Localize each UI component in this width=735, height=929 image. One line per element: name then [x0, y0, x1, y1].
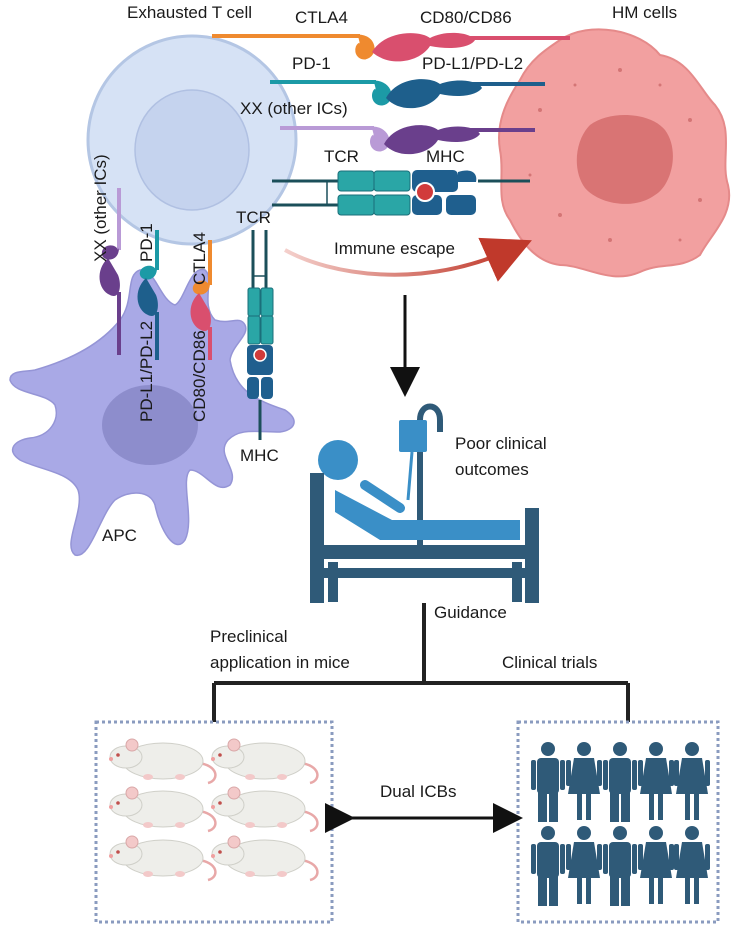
immune-escape-label: Immune escape [334, 239, 455, 258]
apc-pd1-label: PD-1 [137, 223, 156, 262]
apc-pd1-pair [137, 230, 159, 360]
apc-ctla4-label: CTLA4 [190, 232, 209, 285]
male-person-icon [531, 826, 565, 906]
guidance-tree [212, 603, 630, 722]
guidance-label: Guidance [434, 603, 507, 622]
mhc-label: MHC [426, 147, 465, 166]
female-person-icon [674, 826, 710, 904]
female-person-icon [566, 742, 602, 820]
patients-box [516, 720, 720, 924]
apc-pdl1-label: PD-L1/PD-L2 [137, 321, 156, 422]
apc-cd80-label: CD80/CD86 [190, 330, 209, 422]
male-person-icon [531, 742, 565, 822]
mouse-icon [211, 835, 319, 882]
female-person-icon [566, 826, 602, 904]
cd80-cd86-label: CD80/CD86 [420, 8, 512, 27]
dual-icbs-label: Dual ICBs [380, 782, 457, 801]
female-person-icon [638, 826, 674, 904]
other-ics-pair [280, 125, 535, 155]
apc-label: APC [102, 526, 137, 545]
apc-other-ics-pair [99, 188, 121, 355]
tcr-label: TCR [324, 147, 359, 166]
exhausted-t-cell-label: Exhausted T cell [127, 3, 252, 22]
clinical-trials-label: Clinical trials [502, 653, 597, 672]
mouse-icon [109, 738, 217, 785]
preclinical-line2: application in mice [210, 653, 350, 672]
other-ics-label: XX (other ICs) [240, 99, 348, 118]
hm-cell [498, 28, 731, 278]
apc-other-ics-label: XX (other ICs) [91, 154, 110, 262]
patient-head [318, 440, 358, 480]
mouse-icon [109, 786, 217, 833]
apc-cell [9, 269, 295, 556]
mouse-icon [211, 738, 319, 785]
apc-tcr-label: TCR [236, 208, 271, 227]
mouse-icon [211, 786, 319, 833]
pd1-pdl1-pair [270, 79, 545, 109]
apc-ctla4-pair [190, 240, 212, 360]
preclinical-line1: Preclinical [210, 627, 287, 646]
female-person-icon [638, 742, 674, 820]
pd1-label: PD-1 [292, 54, 331, 73]
t-cell-nucleus [134, 89, 250, 211]
immune-escape-arrow [284, 237, 532, 282]
male-person-icon [603, 826, 637, 906]
patients-group [531, 742, 710, 906]
apc-nucleus [102, 385, 198, 465]
ctla4-label: CTLA4 [295, 8, 348, 27]
hospital-bed-icon [310, 403, 539, 603]
hm-cells-label: HM cells [612, 3, 677, 22]
apc-mhc-label: MHC [240, 446, 279, 465]
ctla4-cd80-pair [212, 32, 570, 62]
poor-outcomes-line2: outcomes [455, 460, 529, 479]
apc-tcr-mhc-complex [247, 230, 274, 440]
male-person-icon [603, 742, 637, 822]
mice-group [109, 738, 319, 882]
exhausted-t-cell [86, 34, 298, 246]
poor-outcomes-line1: Poor clinical [455, 434, 547, 453]
tcr-mhc-complex [272, 170, 530, 216]
female-person-icon [674, 742, 710, 820]
mouse-icon [109, 835, 217, 882]
pdl1-pdl2-label: PD-L1/PD-L2 [422, 54, 523, 73]
hm-cell-nucleus [576, 114, 673, 204]
